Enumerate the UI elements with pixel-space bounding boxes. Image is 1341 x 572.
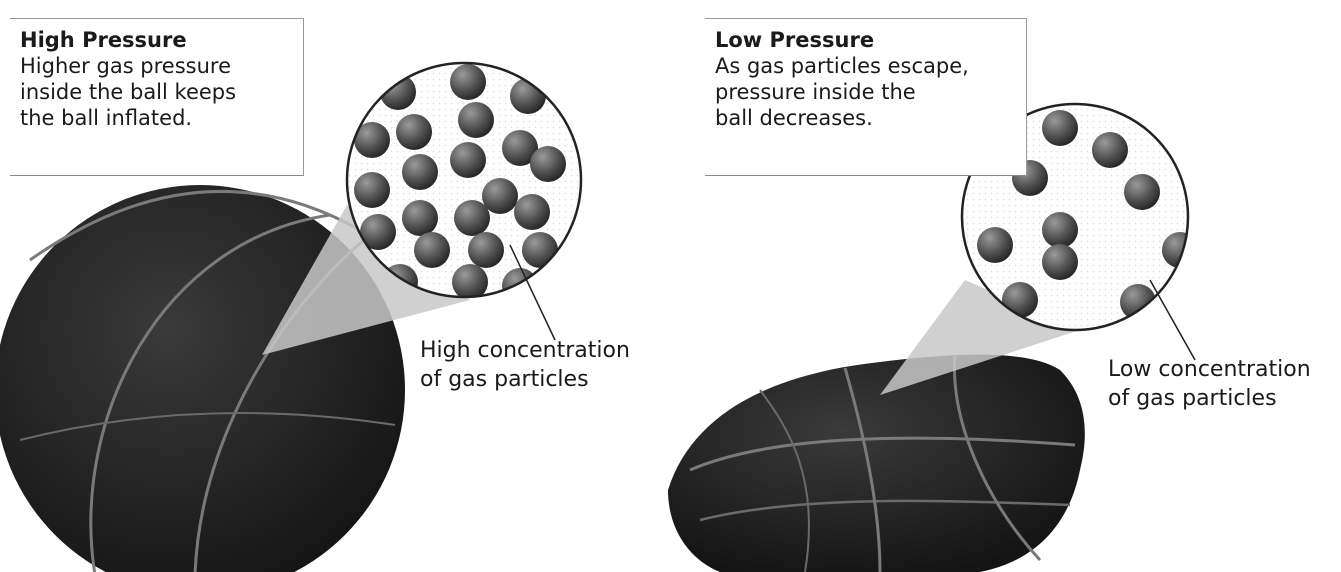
caption-high-line-3: the ball inflated. <box>20 105 291 131</box>
callout-high-line-2: of gas particles <box>420 365 630 394</box>
deflated-basketball <box>668 355 1085 572</box>
gas-particle <box>1042 212 1078 248</box>
gas-particle <box>450 64 486 100</box>
caption-high-pressure: High Pressure Higher gas pressure inside… <box>10 18 304 176</box>
gas-particle <box>514 194 550 230</box>
callout-high-line-1: High concentration <box>420 336 630 365</box>
callout-high-concentration: High concentration of gas particles <box>420 336 630 394</box>
callout-low-line-2: of gas particles <box>1108 384 1311 413</box>
gas-particle <box>458 102 494 138</box>
gas-particle <box>468 232 504 268</box>
callout-leader-low <box>1150 280 1195 360</box>
caption-low-line-3: ball decreases. <box>715 105 1014 131</box>
gas-particle <box>402 200 438 236</box>
gas-particle <box>396 114 432 150</box>
gas-particle <box>482 178 518 214</box>
gas-particle <box>530 146 566 182</box>
gas-particle <box>454 200 490 236</box>
caption-low-line-1: As gas particles escape, <box>715 53 1014 79</box>
callout-low-line-1: Low concentration <box>1108 355 1311 384</box>
caption-low-line-2: pressure inside the <box>715 79 1014 105</box>
callout-low-concentration: Low concentration of gas particles <box>1108 355 1311 413</box>
caption-high-title: High Pressure <box>20 27 291 53</box>
caption-high-line-2: inside the ball keeps <box>20 79 291 105</box>
gas-particle <box>354 172 390 208</box>
gas-particle <box>522 232 558 268</box>
gas-particle <box>1042 110 1078 146</box>
caption-high-line-1: Higher gas pressure <box>20 53 291 79</box>
gas-particle <box>1162 232 1198 268</box>
gas-particle <box>414 232 450 268</box>
caption-low-pressure: Low Pressure As gas particles escape, pr… <box>705 18 1027 176</box>
gas-particle <box>977 227 1013 263</box>
gas-particle <box>1124 174 1160 210</box>
caption-low-title: Low Pressure <box>715 27 1014 53</box>
gas-particle <box>1042 244 1078 280</box>
gas-particle <box>450 142 486 178</box>
gas-particle <box>402 154 438 190</box>
gas-particle <box>1092 132 1128 168</box>
